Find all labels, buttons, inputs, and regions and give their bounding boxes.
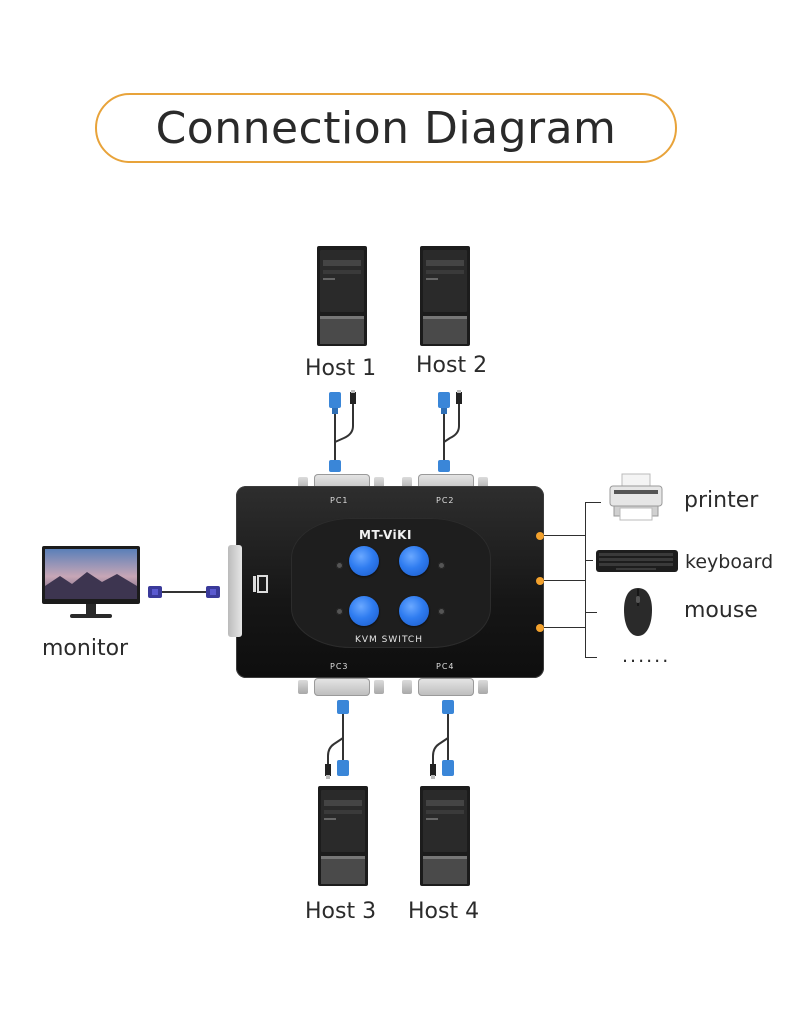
screw-icon [478,680,488,694]
host4-pc-icon [420,786,470,886]
host2-pc-icon [420,246,470,346]
connector-line [585,560,593,561]
led-indicator-pc1 [336,562,343,569]
led-indicator-pc3 [336,608,343,615]
port-label-pc3: PC3 [330,662,349,671]
screw-icon [402,477,412,491]
connector-line [544,580,586,581]
more-devices-label: ...... [622,645,671,667]
kvm-brand-logo: MT-ViKI [359,528,412,542]
mouse-icon [624,588,652,636]
screw-icon [374,680,384,694]
bottom-cables [325,700,454,779]
monitor-label: monitor [42,636,129,661]
pc4-vga-port [418,678,474,696]
led-indicator-pc4 [438,608,445,615]
printer-icon [609,473,663,521]
screw-icon [298,477,308,491]
connector-line [585,502,601,503]
port-label-pc2: PC2 [436,496,455,505]
connector-line [585,657,597,658]
switch-button-pc3[interactable] [349,596,379,626]
connector-bus-line [585,502,586,658]
host1-pc-icon [317,246,367,346]
keyboard-label: keyboard [685,551,774,573]
top-cables [329,390,462,472]
port-label-pc1: PC1 [330,496,349,505]
connector-line [544,627,586,628]
monitor-icon [42,546,140,618]
screw-icon [478,477,488,491]
usb-port-indicator [536,532,544,540]
diagram-title-frame: Connection Diagram [95,93,677,163]
screw-icon [374,477,384,491]
pc3-vga-port [314,678,370,696]
monitor-vga-port [228,545,242,637]
host3-label: Host 3 [305,899,377,924]
printer-label: printer [684,488,759,513]
host2-label: Host 2 [416,353,488,378]
usb-port-indicator [536,624,544,632]
monitor-vga-cable [148,586,220,598]
switch-button-pc2[interactable] [399,546,429,576]
usb-port-indicator [536,577,544,585]
host4-label: Host 4 [408,899,480,924]
host3-pc-icon [318,786,368,886]
monitor-port-icon [253,575,268,593]
switch-button-pc4[interactable] [399,596,429,626]
screw-icon [402,680,412,694]
diagram-title: Connection Diagram [155,102,617,154]
host1-label: Host 1 [305,356,377,381]
kvm-model-label: KVM SWITCH [355,635,423,645]
connector-line [544,535,586,536]
mouse-label: mouse [684,598,758,623]
switch-button-pc1[interactable] [349,546,379,576]
screw-icon [298,680,308,694]
connector-line [585,612,597,613]
port-label-pc4: PC4 [436,662,455,671]
led-indicator-pc2 [438,562,445,569]
kvm-control-panel [291,518,491,648]
keyboard-icon [596,550,678,572]
